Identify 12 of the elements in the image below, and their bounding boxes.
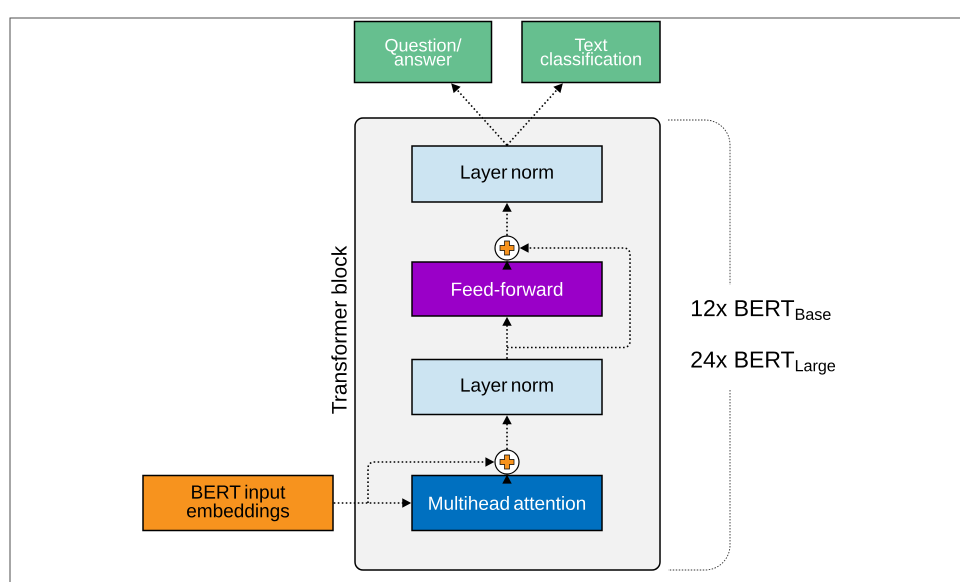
sum-circle — [494, 449, 520, 475]
layer-norm-box: Layer norm — [411, 145, 603, 203]
task-box: Text classification — [521, 20, 661, 84]
repeat-label: 24x BERT$_{Large}$ — [691, 351, 836, 375]
feed-forward-box: Feed-forward — [411, 261, 603, 317]
block-heading: Transformer block — [331, 246, 347, 414]
task-box: Question/ answer — [354, 20, 492, 84]
embedding-box: BERT input embeddings — [142, 474, 334, 532]
repeat-label: 12x BERT$_{Base}$ — [692, 300, 831, 320]
layer-norm-box: Layer norm — [411, 358, 603, 416]
sum-circle — [494, 235, 520, 261]
attention-box: Multihead attention — [411, 474, 603, 532]
